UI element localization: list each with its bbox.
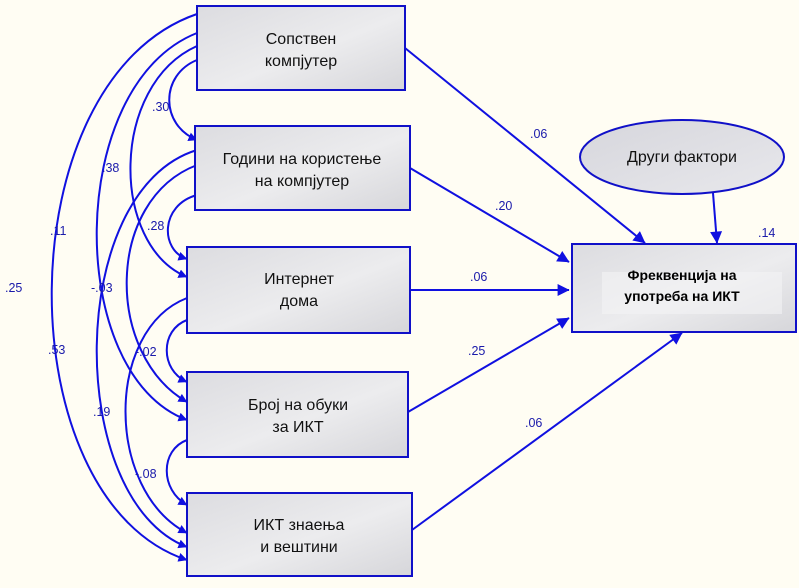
correlation-arc-2-5 xyxy=(95,143,207,549)
correlation-arc-1-4 xyxy=(95,25,207,422)
predictor-4-line1: Број на обуки xyxy=(248,397,348,414)
outcome-box: Фреквенција на употреба на ИКТ xyxy=(571,243,797,333)
path-arrow-4 xyxy=(407,317,570,413)
predictor-box-5: ИКТ знаења и вештини xyxy=(186,492,413,577)
path-coef-4: .25 xyxy=(468,344,485,358)
correlation-arc-1-5 xyxy=(50,6,207,562)
corr-coef-1-5: .25 xyxy=(5,281,22,295)
outcome-line1: Фреквенција на xyxy=(628,267,737,283)
path-coef-5: .06 xyxy=(525,416,542,430)
predictor-1-line1: Сопствен xyxy=(266,31,337,48)
path-coef-1: .06 xyxy=(530,127,547,141)
predictor-2-line2: на компјутер xyxy=(255,173,350,190)
r-squared-label: .14 xyxy=(758,226,775,240)
predictor-5-line2: и вештини xyxy=(260,539,337,556)
path-arrow-5 xyxy=(411,332,683,531)
path-arrow-other xyxy=(710,192,723,244)
other-factors-ellipse: Други фактори xyxy=(579,119,785,195)
correlation-arc-4-5 xyxy=(165,432,197,506)
corr-coef-2-4: -.03 xyxy=(91,281,113,295)
corr-coef-1-3: .38 xyxy=(102,161,119,175)
corr-coef-1-4: .11 xyxy=(50,224,66,238)
other-factors-label: Други фактори xyxy=(627,149,737,166)
predictor-4-line2: за ИКТ xyxy=(272,419,324,436)
predictor-3-line2: дома xyxy=(280,293,318,310)
outcome-line2: употреба на ИКТ xyxy=(624,288,740,304)
predictor-box-1: Сопствен компјутер xyxy=(196,5,406,91)
corr-coef-3-5: .19 xyxy=(93,405,110,419)
predictor-3-line1: Интернет xyxy=(264,271,334,288)
predictor-box-3: Интернет дома xyxy=(186,246,411,334)
corr-coef-2-3: .28 xyxy=(147,219,164,233)
correlation-arc-3-5 xyxy=(124,290,197,534)
corr-coef-2-5: .53 xyxy=(48,343,65,357)
path-coef-2: .20 xyxy=(495,199,512,213)
correlation-arc-1-3 xyxy=(129,38,207,278)
path-coef-3: .06 xyxy=(470,270,487,284)
predictor-2-line1: Години на користење xyxy=(223,151,382,168)
predictor-box-2: Години на користење на компјутер xyxy=(194,125,411,211)
corr-coef-3-4: -.02 xyxy=(135,345,157,359)
path-arrow-1 xyxy=(404,47,646,244)
predictor-1-line2: компјутер xyxy=(265,53,337,70)
path-arrow-2 xyxy=(409,167,570,263)
corr-coef-1-2: .30 xyxy=(152,100,169,114)
correlation-arc-1-2 xyxy=(168,52,207,141)
corr-coef-4-5: -.08 xyxy=(135,467,157,481)
correlation-arc-3-4 xyxy=(165,312,197,383)
predictor-box-4: Број на обуки за ИКТ xyxy=(186,371,409,458)
correlation-arc-2-4 xyxy=(125,157,207,403)
predictor-5-line1: ИКТ знаења xyxy=(254,517,345,534)
